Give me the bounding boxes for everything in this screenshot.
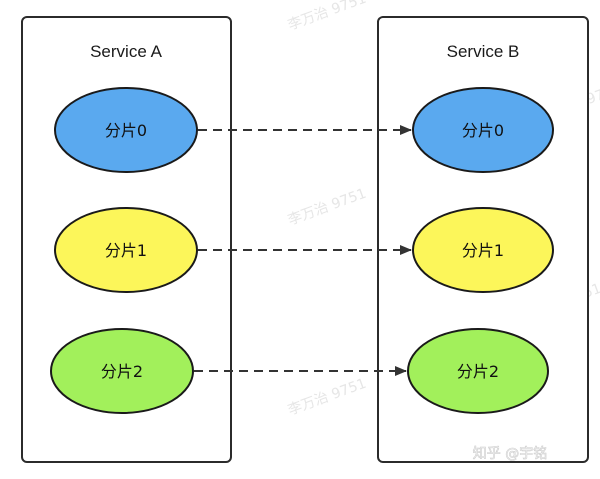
watermark-text: 李万治 9751 [286, 0, 369, 34]
service-b-shard-1-label: 分片1 [462, 241, 504, 260]
watermark-text: 李万治 9751 [286, 376, 369, 419]
service-b-shard-2-label: 分片2 [457, 362, 499, 381]
service-a-title: Service A [90, 42, 162, 61]
watermark-text: 李万治 9751 [286, 186, 369, 229]
service-b-container: Service B 分片0 分片1 分片2 [377, 16, 589, 463]
service-b-shard-2 [407, 328, 549, 414]
service-b-shard-0 [412, 87, 554, 173]
service-a-shard-0 [54, 87, 198, 173]
service-a-shard-2 [50, 328, 194, 414]
credit-text: 知乎 @宇铭 [473, 445, 547, 462]
service-b-title: Service B [447, 42, 520, 61]
service-a-container: Service A 分片0 分片1 分片2 [21, 16, 232, 463]
service-a-shard-2-label: 分片2 [101, 362, 143, 381]
service-b-shard-0-label: 分片0 [462, 121, 504, 140]
service-a-shard-0-label: 分片0 [105, 121, 147, 140]
service-a-shard-1 [54, 207, 198, 293]
service-b-shard-1 [412, 207, 554, 293]
service-a-shard-1-label: 分片1 [105, 241, 147, 260]
